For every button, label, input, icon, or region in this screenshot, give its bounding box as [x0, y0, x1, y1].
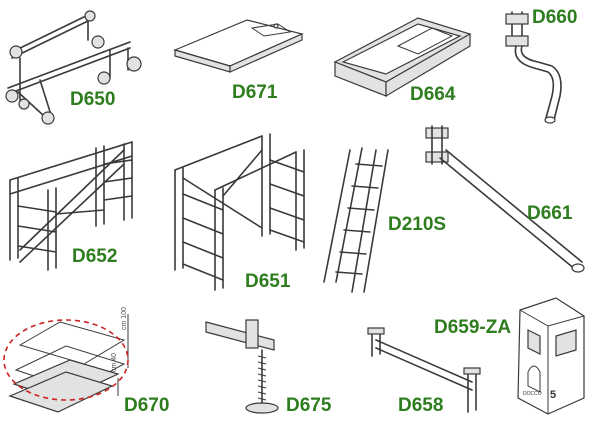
code-label-d671: D671	[232, 82, 278, 103]
coupler-clamp-icon: DOCCO 5	[517, 297, 585, 415]
scaffold-tower-section-icon	[174, 133, 305, 291]
code-label-d651: D651	[245, 271, 291, 292]
stamp-text: DOCCO	[523, 391, 542, 397]
code-label-d650: D650	[70, 89, 116, 110]
code-label-d675: D675	[286, 395, 332, 416]
platform-board-icon	[173, 19, 304, 73]
scaffold-frame-set-icon	[9, 141, 133, 271]
code-label-d210s: D210S	[388, 214, 447, 235]
code-label-d659-za: D659-ZA	[434, 317, 512, 338]
stabilizer-arm-icon	[425, 125, 585, 273]
code-label-d660: D660	[532, 7, 578, 28]
ladder-icon	[323, 147, 389, 293]
toe-board-set-icon: cm 100 cm 40	[3, 307, 129, 413]
code-label-d661: D661	[527, 203, 573, 224]
dimension-label: cm 40	[111, 353, 118, 372]
code-label-d658: D658	[398, 395, 444, 416]
horizontal-brace-icon	[367, 327, 481, 413]
wall-anchor-bracket-icon	[505, 11, 562, 124]
stamp-number: 5	[550, 389, 556, 401]
adjustable-screw-jack-icon	[205, 319, 279, 414]
code-label-d670: D670	[124, 395, 170, 416]
code-label-d652: D652	[72, 246, 118, 267]
trapdoor-platform-icon	[333, 17, 472, 98]
code-label-d664: D664	[410, 84, 456, 105]
dimension-label: cm 100	[121, 307, 128, 330]
caster-wheel-frames-icon	[5, 10, 142, 125]
